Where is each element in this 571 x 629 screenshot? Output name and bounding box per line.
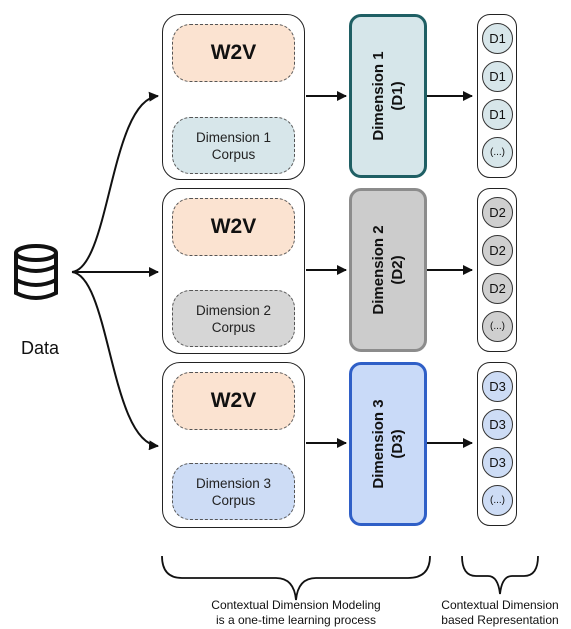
token-stack-2: D2 D2 D2 (...): [477, 188, 517, 352]
corpus-box-1: Dimension 1 Corpus: [172, 117, 295, 174]
dimension-2-label: Dimension 2 (D2): [369, 225, 407, 314]
dimension-1-label: Dimension 1 (D1): [369, 51, 407, 140]
token-3-3: D3: [482, 447, 513, 478]
modeling-caption-line2: is a one-time learning process: [215, 613, 377, 627]
modeling-caption: Contextual Dimension Modeling is a one-t…: [178, 598, 414, 628]
token-3-2: D3: [482, 409, 513, 440]
representation-caption-line1: Contextual Dimension: [441, 598, 559, 612]
corpus-3-line2: Corpus: [211, 492, 256, 508]
token-2-1: D2: [482, 197, 513, 228]
corpus-3-line1: Dimension 3: [195, 475, 272, 491]
w2v-box-2: W2V: [172, 198, 295, 256]
corpus-1-line1: Dimension 1: [195, 129, 272, 145]
representation-caption-line2: based Representation: [441, 613, 559, 627]
modeling-caption-line1: Contextual Dimension Modeling: [211, 598, 381, 612]
arrow-data-to-row3: [71, 271, 159, 451]
token-1-1: D1: [482, 23, 513, 54]
corpus-box-3: Dimension 3 Corpus: [172, 463, 295, 520]
token-3-1: D3: [482, 371, 513, 402]
token-2-2: D2: [482, 235, 513, 266]
token-1-3: D1: [482, 99, 513, 130]
corpus-2-line2: Corpus: [211, 319, 256, 335]
dimension-2-title: Dimension 2: [370, 225, 387, 315]
arrow-data-to-row1: [71, 91, 159, 273]
dimension-box-2: Dimension 2 (D2): [349, 188, 427, 352]
w2v-box-3: W2V: [172, 372, 295, 430]
representation-caption: Contextual Dimension based Representatio…: [432, 598, 568, 628]
corpus-1-line2: Corpus: [211, 146, 256, 162]
dimension-1-code: (D1): [389, 81, 406, 111]
token-stack-3: D3 D3 D3 (...): [477, 362, 517, 526]
dimension-box-3: Dimension 3 (D3): [349, 362, 427, 526]
corpus-2-line1: Dimension 2: [195, 302, 272, 318]
database-icon: [12, 243, 60, 303]
dimension-3-title: Dimension 3: [370, 399, 387, 489]
modeling-brace: [161, 555, 431, 601]
corpus-box-2: Dimension 2 Corpus: [172, 290, 295, 347]
token-1-2: D1: [482, 61, 513, 92]
dimension-box-1: Dimension 1 (D1): [349, 14, 427, 178]
token-stack-1: D1 D1 D1 (...): [477, 14, 517, 178]
dimension-3-code: (D3): [389, 429, 406, 459]
token-2-ellipsis: (...): [482, 311, 513, 342]
token-2-3: D2: [482, 273, 513, 304]
w2v-box-1: W2V: [172, 24, 295, 82]
dimension-3-label: Dimension 3 (D3): [369, 399, 407, 488]
data-label: Data: [20, 338, 60, 358]
token-3-ellipsis: (...): [482, 485, 513, 516]
dimension-2-code: (D2): [389, 255, 406, 285]
representation-brace: [461, 555, 539, 595]
dimension-1-title: Dimension 1: [370, 51, 387, 141]
token-1-ellipsis: (...): [482, 137, 513, 168]
